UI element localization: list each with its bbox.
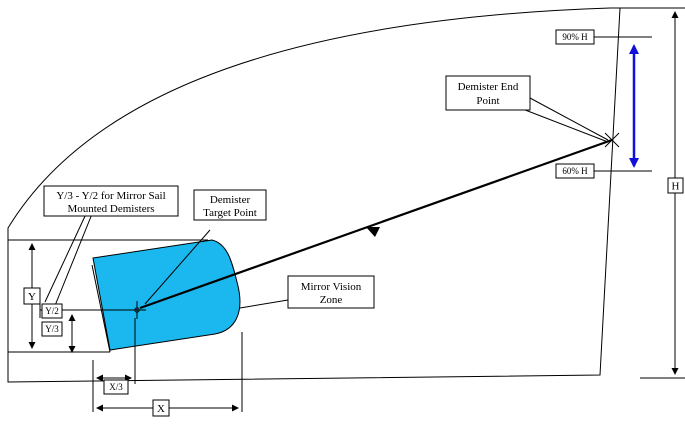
vision-zone-callout: Mirror Vision Zone <box>287 275 375 309</box>
end-point-leader-1 <box>529 97 609 141</box>
sail-leader-1 <box>44 213 87 303</box>
target-point-callout: Demister Target Point <box>193 189 267 221</box>
pct90-label: 90% H <box>555 29 595 45</box>
x-label: X <box>152 399 170 417</box>
svg-text:Y/3: Y/3 <box>45 324 59 334</box>
end-point-callout: Demister End Point <box>445 75 531 111</box>
svg-text:Y: Y <box>28 291 36 303</box>
sail-leader-2 <box>49 213 93 319</box>
svg-text:X: X <box>157 403 165 415</box>
sail-demister-callout: Y/3 - Y/2 for Mirror Sail Mounted Demist… <box>43 185 179 217</box>
pct60-label: 60% H <box>555 163 595 179</box>
y2-label: Y/2 <box>41 303 63 319</box>
svg-text:Demister: Demister <box>210 194 251 206</box>
svg-text:Demister End: Demister End <box>458 81 519 93</box>
mirror-vision-zone <box>92 239 241 351</box>
svg-text:90% H: 90% H <box>562 32 588 42</box>
target-leader <box>144 229 211 305</box>
svg-text:X/3: X/3 <box>109 382 123 392</box>
h-label: H <box>667 177 684 194</box>
svg-text:Zone: Zone <box>320 294 343 306</box>
y3-label: Y/3 <box>41 321 63 337</box>
x3-label: X/3 <box>103 379 129 395</box>
y-label: Y <box>23 287 41 305</box>
svg-text:60% H: 60% H <box>562 166 588 176</box>
vision-leader <box>239 299 289 309</box>
svg-text:Y/2: Y/2 <box>45 306 59 316</box>
target-point-icon <box>128 301 146 319</box>
direction-arrowhead-icon <box>366 227 380 237</box>
demister-line <box>139 138 613 310</box>
door-outline <box>7 7 621 383</box>
mirror-mount-line <box>91 264 111 353</box>
svg-text:Target Point: Target Point <box>203 207 257 219</box>
svg-text:H: H <box>672 181 680 193</box>
end-point-leader-2 <box>519 107 609 143</box>
svg-text:Y/3 - Y/2 for Mirror Sail: Y/3 - Y/2 for Mirror Sail <box>56 190 165 202</box>
svg-text:Mounted Demisters: Mounted Demisters <box>67 203 154 215</box>
svg-text:Mirror Vision: Mirror Vision <box>301 281 362 293</box>
end-point-icon <box>604 132 620 148</box>
svg-text:Point: Point <box>476 95 499 107</box>
